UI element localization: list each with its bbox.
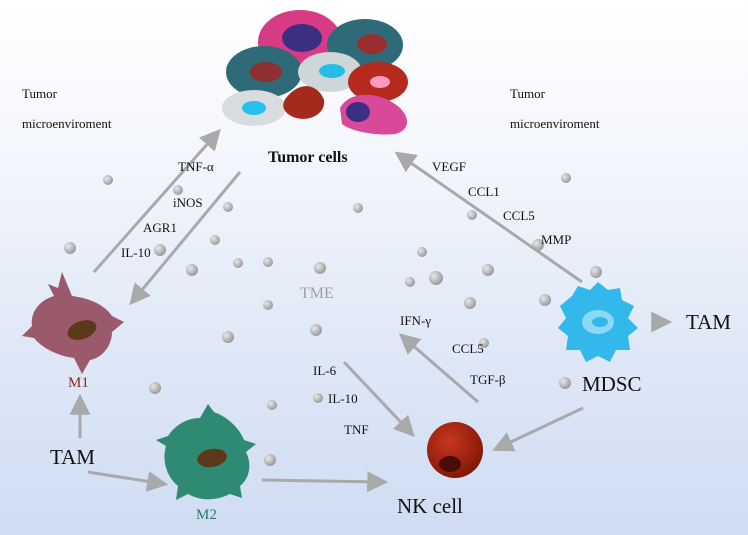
m1-nucleus: [67, 320, 97, 340]
m2-factor-il6: IL-6: [313, 363, 337, 378]
m2-nucleus: [197, 448, 227, 468]
tme-particle: [64, 242, 76, 254]
mdsc-label: MDSC: [582, 372, 642, 396]
tumor-cell-nucleus: [370, 76, 390, 88]
arrow-m2-to-nk: [261, 471, 389, 493]
arrow-mdsc-to-tumor: [394, 151, 583, 284]
arrow-mdsc-to-nk: [492, 406, 584, 452]
tumor-microenvironment-left-line1: Tumor: [22, 86, 57, 101]
nk-factor-ifn-gamma: IFN-γ: [400, 313, 432, 328]
arrow-tam-to-m2: [87, 470, 169, 492]
tme-particle: [263, 257, 273, 267]
arrows: [69, 128, 673, 493]
tme-particle: [314, 262, 326, 274]
mdsc-factor-ccl1: CCL1: [468, 184, 500, 199]
nk-factor-tgf-beta: TGF-β: [470, 372, 506, 387]
tme-particle: [353, 203, 363, 213]
tme-particle: [313, 393, 323, 403]
arrow-tumor-to-m1: [129, 171, 242, 306]
tme-particle: [417, 247, 427, 257]
m1-factor-il10: IL-10: [121, 245, 151, 260]
tme-particle: [561, 173, 571, 183]
tme-label: TME: [300, 285, 334, 302]
tumor-microenvironment-right-line2: microenviroment: [510, 116, 600, 131]
nk-cell: [427, 422, 483, 478]
tumor-microenvironment-right-line1: Tumor: [510, 86, 545, 101]
tme-particle: [467, 210, 477, 220]
tme-particle: [482, 264, 494, 276]
tam-label-right: TAM: [686, 310, 731, 334]
tumor-cells-label: Tumor cells: [268, 149, 348, 166]
tme-particle: [479, 338, 489, 348]
tam-label-left: TAM: [50, 445, 95, 469]
tme-particle: [149, 382, 161, 394]
tumor-cell-nucleus: [346, 102, 370, 122]
arrow-m1-to-tumor: [92, 128, 221, 273]
tme-particle: [154, 244, 166, 256]
arrow-nk-to-ifn: [398, 333, 479, 404]
m1-factor-inos: iNOS: [173, 195, 203, 210]
m2-label: M2: [196, 507, 217, 523]
m1-body: [22, 272, 124, 374]
tme-particle: [210, 235, 220, 245]
tme-particle: [464, 297, 476, 309]
mdsc-factor-mmp: MMP: [541, 232, 572, 247]
tumor-cell-nucleus: [282, 24, 322, 52]
tme-particle: [429, 271, 443, 285]
mdsc-cell: [558, 282, 638, 362]
arrow-m2-factors-to-nk: [342, 360, 415, 438]
tumor-cell-nucleus: [319, 64, 345, 78]
tme-particle: [103, 175, 113, 185]
m2-factor-il10: IL-10: [328, 391, 358, 406]
m2-macrophage-cell: [156, 404, 256, 500]
tumor-cell-nucleus: [242, 101, 266, 115]
nk-factor-ccl5: CCL5: [452, 341, 484, 356]
m1-label: M1: [68, 375, 89, 391]
mdsc-nucleus-inner: [592, 317, 608, 327]
tme-particle: [233, 258, 243, 268]
tme-particle: [590, 266, 602, 278]
m2-factor-tnf: TNF: [344, 422, 369, 437]
tme-particle: [222, 331, 234, 343]
tme-particle: [223, 202, 233, 212]
tme-particle: [186, 264, 198, 276]
nk-nucleus: [439, 456, 461, 472]
tme-particle: [310, 324, 322, 336]
m1-factor-agr1: AGR1: [143, 220, 177, 235]
tumor-cells-cluster: [222, 10, 408, 135]
tme-particle: [539, 294, 551, 306]
mdsc-factor-vegf: VEGF: [432, 159, 466, 174]
tme-particle: [405, 277, 415, 287]
tumor-cell: [283, 86, 325, 119]
m1-factor-tnf-alpha: TNF-α: [178, 159, 214, 174]
nk-cell-label: NK cell: [397, 494, 463, 518]
m1-macrophage-cell: [22, 272, 124, 374]
tme-particle: [263, 300, 273, 310]
tumor-microenvironment-left-line2: microenviroment: [22, 116, 112, 131]
tme-particle: [173, 185, 183, 195]
mdsc-factor-ccl5: CCL5: [503, 208, 535, 223]
tme-particle: [559, 377, 571, 389]
tme-particle: [267, 400, 277, 410]
tumor-cell-nucleus: [357, 34, 387, 54]
tme-particle: [264, 454, 276, 466]
tumor-cell-nucleus: [250, 62, 282, 82]
